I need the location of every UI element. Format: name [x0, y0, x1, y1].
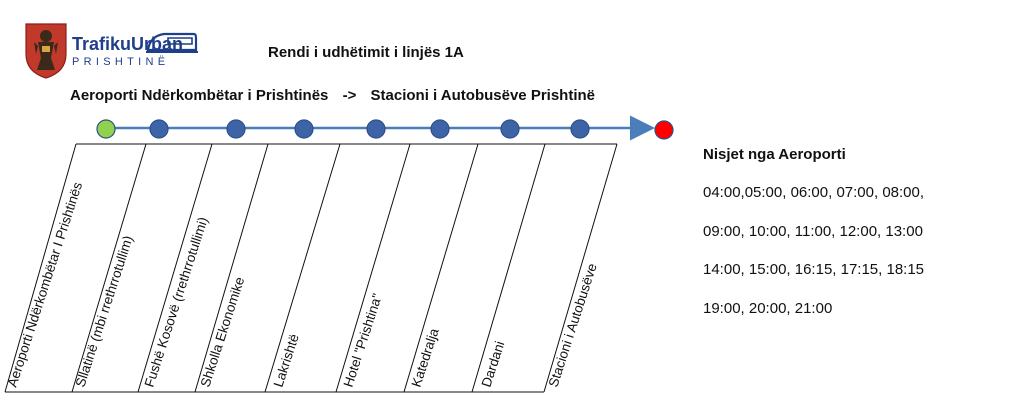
stop-dot: [570, 119, 590, 139]
grid-divider: [403, 143, 479, 393]
stop-label: Katedralja: [409, 326, 442, 389]
stop-label: Hotel "Prishtina": [341, 291, 385, 388]
stop-label: Fushë Kosovë (rrethrrotullimi): [142, 215, 211, 389]
grid-divider: [264, 143, 341, 393]
stop-label: Shkolla Ekonomike: [198, 275, 248, 389]
departures-row: 19:00, 20:00, 21:00: [703, 299, 833, 317]
grid-divider: [335, 143, 411, 393]
stop-dot: [366, 119, 386, 139]
grid-divider: [543, 143, 618, 393]
route-from: Aeroporti Ndërkombëtar i Prishtinës: [70, 87, 329, 104]
prishtina-crest-icon: [25, 23, 67, 79]
grid-divider: [71, 143, 147, 393]
stop-dot: [500, 119, 520, 139]
logo-subtitle: PRISHTINË: [72, 56, 170, 68]
route-arrow: ->: [342, 87, 357, 104]
page-title: Rendi i udhëtimit i linjës 1A: [268, 44, 464, 61]
stop-label: Lakrishtë: [271, 332, 302, 389]
departures-row: 04:00,05:00, 06:00, 07:00, 08:00,: [703, 184, 925, 201]
stop-label: Stacioni i Autobusëve: [546, 262, 600, 389]
grid-divider: [471, 143, 546, 393]
departures-title: Nisjet nga Aeroporti: [703, 146, 846, 163]
stop-label: Dardani: [479, 339, 508, 389]
stop-dot: [294, 119, 314, 139]
departures-panel: Nisjet nga Aeroporti 04:00,05:00, 06:00,…: [703, 146, 924, 338]
end-stop-dot: [654, 120, 674, 140]
start-stop-dot: [96, 119, 116, 139]
stop-dot: [430, 119, 450, 139]
stop-dot: [149, 119, 169, 139]
departures-row: 09:00, 10:00, 11:00, 12:00, 13:00: [703, 222, 923, 240]
stop-label: Sllatinë (mbi rrethrrotullim): [73, 234, 136, 389]
grid-divider: [194, 143, 269, 393]
route-to: Stacioni i Autobusëve Prishtinë: [370, 87, 596, 104]
logo: TrafikuUrban PRISHTINË: [20, 18, 198, 82]
stop-dot: [226, 119, 246, 139]
route-header: Aeroporti Ndërkombëtar i Prishtinës -> S…: [70, 87, 595, 104]
grid-divider: [4, 143, 77, 393]
departures-row: 14:00, 15:00, 16:15, 17:15, 18:15: [703, 261, 925, 278]
stop-label: Aeroporti Ndërkombëtar I Prishtinës: [5, 180, 86, 389]
bus-icon: [146, 32, 198, 53]
grid-divider: [137, 143, 213, 393]
